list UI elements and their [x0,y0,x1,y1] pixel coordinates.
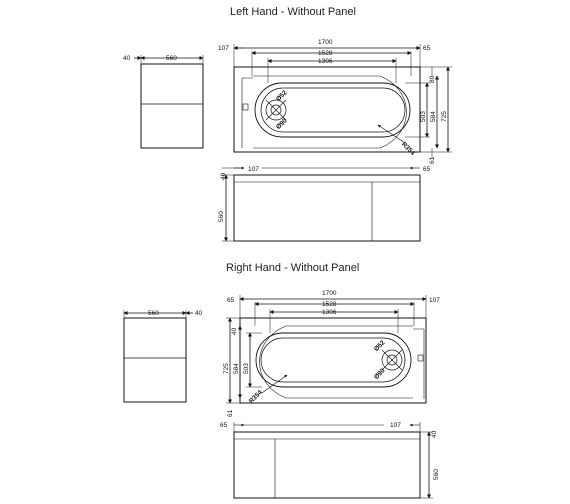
rh-front-top-rim: 40 [431,430,438,438]
rh-plan-overall-length: 1700 [322,290,337,297]
lh-plan-bowl-width: 503 [420,111,427,122]
lh-plan-bottom-rim: 61 [429,156,436,164]
rh-plan-overall-width: 725 [223,363,230,374]
title-left-hand: Left Hand - Without Panel [230,6,356,18]
lh-front-view [222,166,421,242]
lh-front-right-rim: 65 [423,166,431,173]
rh-plan-bottom-rim: 61 [227,409,234,417]
rh-plan-bowl-length: 1306 [322,309,337,316]
rh-front-height: 560 [433,469,440,480]
lh-front-left-rim: 107 [248,166,259,173]
lh-plan-radius: R354 [400,141,416,157]
rh-plan-waste-52: Ø52 [373,339,387,353]
lh-plan-overall-length: 1700 [318,39,333,46]
rh-plan-top-rim: 40 [231,327,238,335]
lh-plan-bowl-length: 1306 [318,58,333,65]
rh-end-depth: 560 [148,310,159,317]
rh-end-view [123,310,193,403]
rh-end-thickness: 40 [195,310,203,317]
lh-plan-inner-length: 1528 [318,50,333,57]
lh-plan-overall-width: 725 [441,111,448,122]
rh-plan-bowl-width: 503 [243,363,250,374]
lh-plan-waste-90: Ø90 [275,117,289,131]
lh-plan-waste-52: Ø52 [275,89,289,103]
lh-end-depth: 560 [166,55,177,62]
rh-plan-waste-90: Ø90 [373,367,387,381]
lh-plan-view [233,44,452,158]
rh-plan-view [226,295,427,404]
lh-end-view [134,55,204,149]
lh-plan-top-rim: 80 [429,75,436,83]
lh-end-thickness: 40 [123,55,131,62]
rh-plan-inner-width: 584 [233,363,240,374]
rh-plan-right-rim: 107 [429,297,440,304]
lh-front-height: 560 [218,211,225,222]
title-right-hand: Right Hand - Without Panel [226,262,360,274]
rh-front-left-rim: 65 [220,422,228,429]
lh-plan-inner-width: 584 [430,111,437,122]
rh-plan-inner-length: 1528 [322,301,337,308]
lh-plan-right-rim: 65 [423,45,431,52]
lh-front-top-rim: 40 [220,172,227,180]
lh-plan-left-rim: 107 [218,45,229,52]
rh-plan-left-rim: 65 [227,297,235,304]
rh-front-view [233,422,433,499]
rh-front-right-rim: 107 [390,422,401,429]
